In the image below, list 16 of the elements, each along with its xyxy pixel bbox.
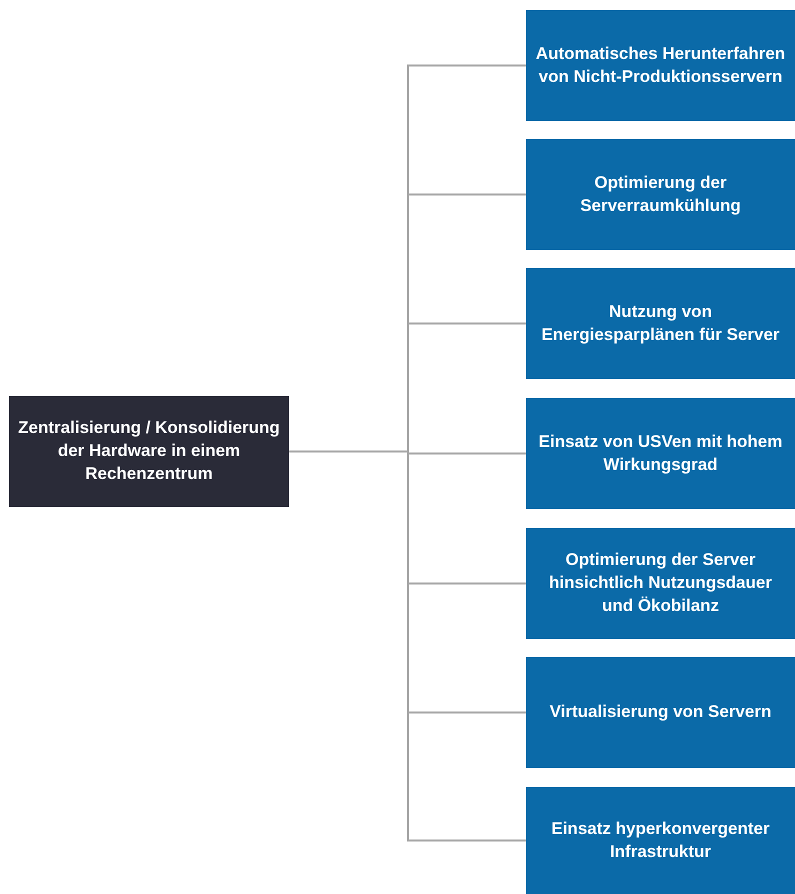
box-label: Automatisches Herunterfahren von Nicht-Produktionsservern <box>534 42 786 88</box>
measure-box <box>526 398 795 509</box>
measure-box <box>526 139 795 250</box>
measure-box <box>526 10 795 121</box>
measure-box <box>526 528 795 639</box>
box-label: Zentralisierung / Konsolidierung der Hardware in einem Rechenzentrum <box>17 417 281 485</box>
box-label: Optimierung der Server hinsichtlich Nutzungsdauer und Ökobilanz <box>548 549 773 617</box>
box-label: Nutzung von Energiesparplänen für Server <box>540 300 781 346</box>
measure-box <box>526 657 795 768</box>
measure-box <box>526 268 795 379</box>
box-label: Einsatz von USVen mit hohem Wirkungsgrad <box>538 430 784 476</box>
box-label: Virtualisierung von Servern <box>550 701 772 724</box>
box-label: Einsatz hyperkonvergenter Infrastruktur <box>550 818 771 862</box>
box-label: Optimierung der Serverraumkühlung <box>579 172 742 217</box>
central-box <box>9 396 289 507</box>
measure-box <box>526 787 795 894</box>
